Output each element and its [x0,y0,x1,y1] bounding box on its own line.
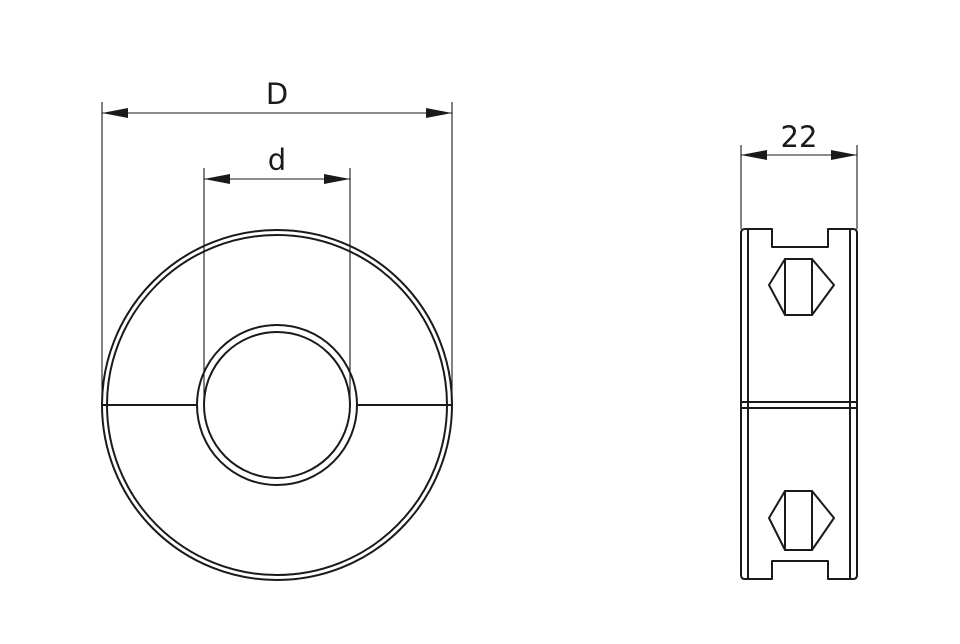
lower-clamp-screw-icon [768,490,835,551]
arrowhead-right [831,150,857,160]
arrowhead-left [741,150,767,160]
width-label: 22 [781,120,818,154]
bore-outer-edge [196,324,358,486]
front-view [101,229,453,581]
arrowhead-left [102,108,128,118]
dimension-width: 22 [740,120,858,229]
side-body-outline [740,228,858,580]
dimension-inner-diameter: d [203,143,351,405]
inner-diameter-label: d [268,143,286,177]
arrowhead-left [204,174,230,184]
side-view [740,228,858,580]
upper-clamp-screw-icon [768,258,835,316]
arrowhead-right [324,174,350,184]
bore-inner-edge [203,331,351,479]
dimension-outer-diameter: D [101,77,453,405]
arrowhead-right [426,108,452,118]
outer-diameter-label: D [266,77,288,111]
